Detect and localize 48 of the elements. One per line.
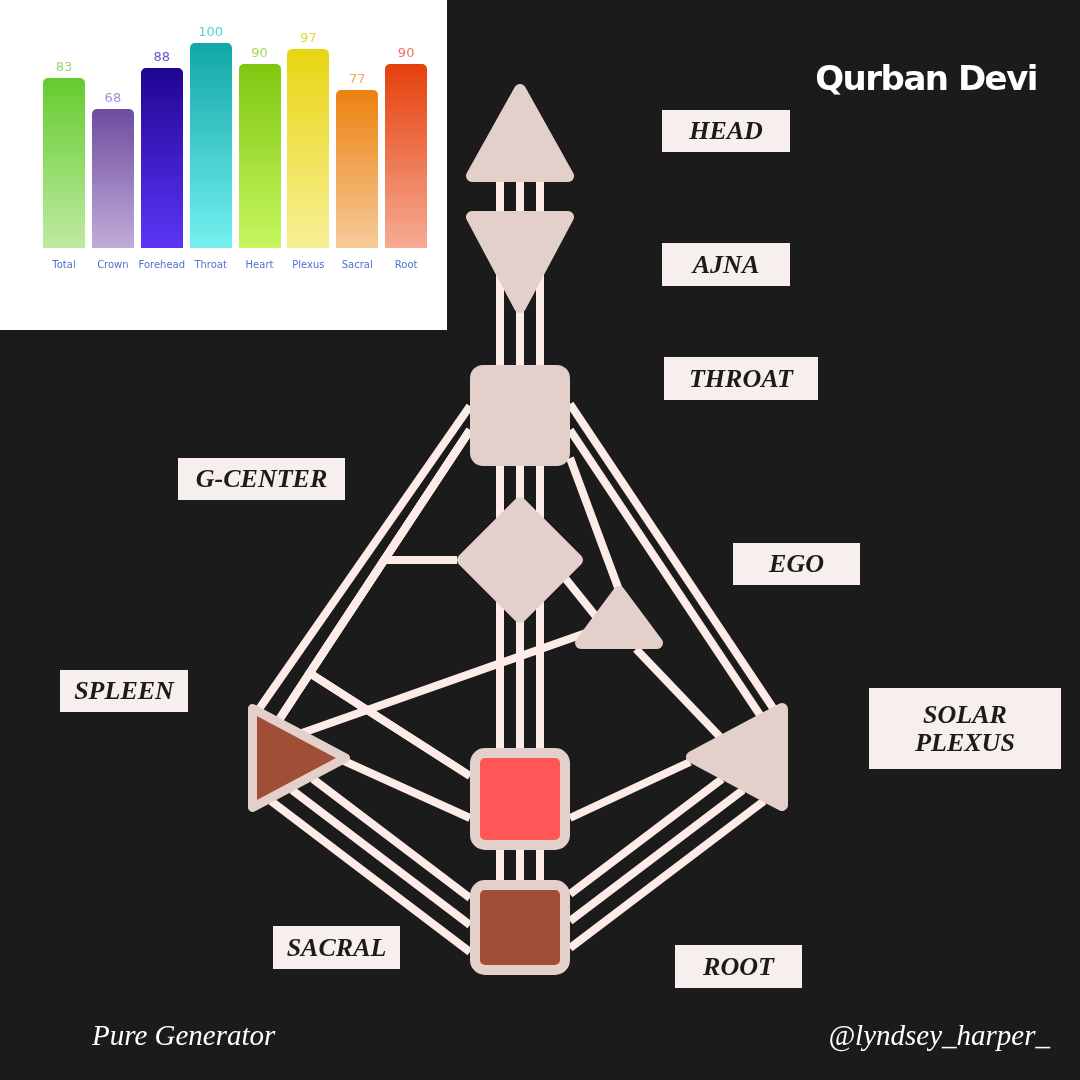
channel-line bbox=[536, 466, 544, 518]
value-label: 68 bbox=[103, 89, 123, 106]
center-triangle bbox=[248, 704, 350, 812]
value-label: 100 bbox=[197, 24, 225, 40]
center-label: SACRAL bbox=[273, 926, 400, 969]
category-label: Root bbox=[393, 258, 419, 272]
category-label: Heart bbox=[244, 258, 275, 272]
channel-line bbox=[567, 786, 746, 925]
credit-handle: @lyndsey_harper_ bbox=[828, 1019, 1050, 1052]
category-label: Total bbox=[51, 258, 77, 272]
channel-line bbox=[289, 786, 473, 929]
channel-line bbox=[567, 775, 725, 898]
center-label: G-CENTER bbox=[178, 458, 345, 500]
value-label: 97 bbox=[299, 30, 318, 47]
center-triangle bbox=[466, 211, 574, 313]
value-label: 77 bbox=[348, 71, 367, 88]
value-label: 83 bbox=[54, 58, 74, 75]
channel-line bbox=[568, 758, 692, 822]
center-square bbox=[470, 880, 570, 975]
center-label: ROOT bbox=[675, 945, 802, 988]
center-triangle bbox=[466, 84, 574, 182]
value-label: 90 bbox=[250, 44, 269, 61]
center-label: AJNA bbox=[662, 243, 790, 286]
category-label: Plexus bbox=[291, 258, 326, 272]
channel-line bbox=[496, 602, 504, 748]
type-caption: Pure Generator bbox=[92, 1019, 276, 1052]
channel-line bbox=[310, 775, 473, 902]
channel-line bbox=[340, 756, 472, 822]
center-label: THROAT bbox=[664, 357, 818, 400]
center-label: EGO bbox=[733, 543, 860, 585]
channel-line bbox=[496, 466, 504, 518]
center-square bbox=[470, 365, 570, 466]
channel-line bbox=[536, 602, 544, 748]
value-label: 90 bbox=[396, 44, 416, 61]
center-triangle bbox=[686, 703, 788, 811]
channel-line bbox=[567, 797, 767, 952]
center-label: SOLAR PLEXUS bbox=[869, 688, 1061, 769]
center-triangle bbox=[575, 586, 663, 649]
channel-line bbox=[516, 466, 524, 499]
category-label: Forehead bbox=[137, 258, 187, 272]
center-diamond bbox=[457, 497, 583, 623]
center-square bbox=[470, 748, 570, 850]
center-label: SPLEEN bbox=[60, 670, 188, 712]
category-label: Sacral bbox=[340, 258, 374, 272]
value-label: 88 bbox=[152, 48, 172, 65]
title: Qurban Devi bbox=[815, 58, 1037, 98]
center-label: HEAD bbox=[662, 110, 790, 152]
channel-line bbox=[268, 797, 473, 956]
